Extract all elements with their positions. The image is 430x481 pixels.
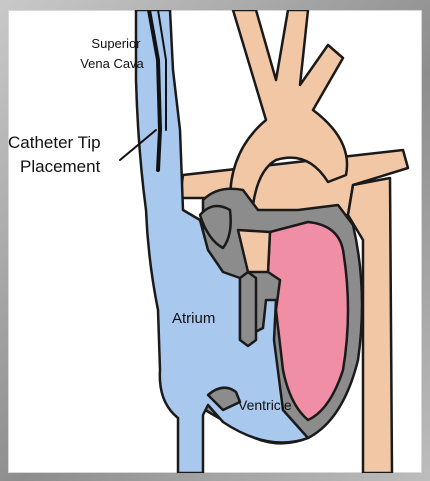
septum	[240, 272, 256, 346]
label-atrium: Atrium	[172, 310, 215, 327]
label-placement: Placement	[20, 157, 101, 176]
label-ventricle: Ventricle	[238, 397, 292, 413]
label-superior-vena-cava-2: Vena Cava	[80, 56, 144, 71]
label-superior-vena-cava: Superior	[91, 36, 141, 51]
heart-diagram: Superior Vena Cava Catheter Tip Placemen…	[8, 10, 422, 473]
label-catheter-tip: Catheter Tip	[8, 133, 101, 152]
diagram-panel: Superior Vena Cava Catheter Tip Placemen…	[8, 10, 422, 473]
